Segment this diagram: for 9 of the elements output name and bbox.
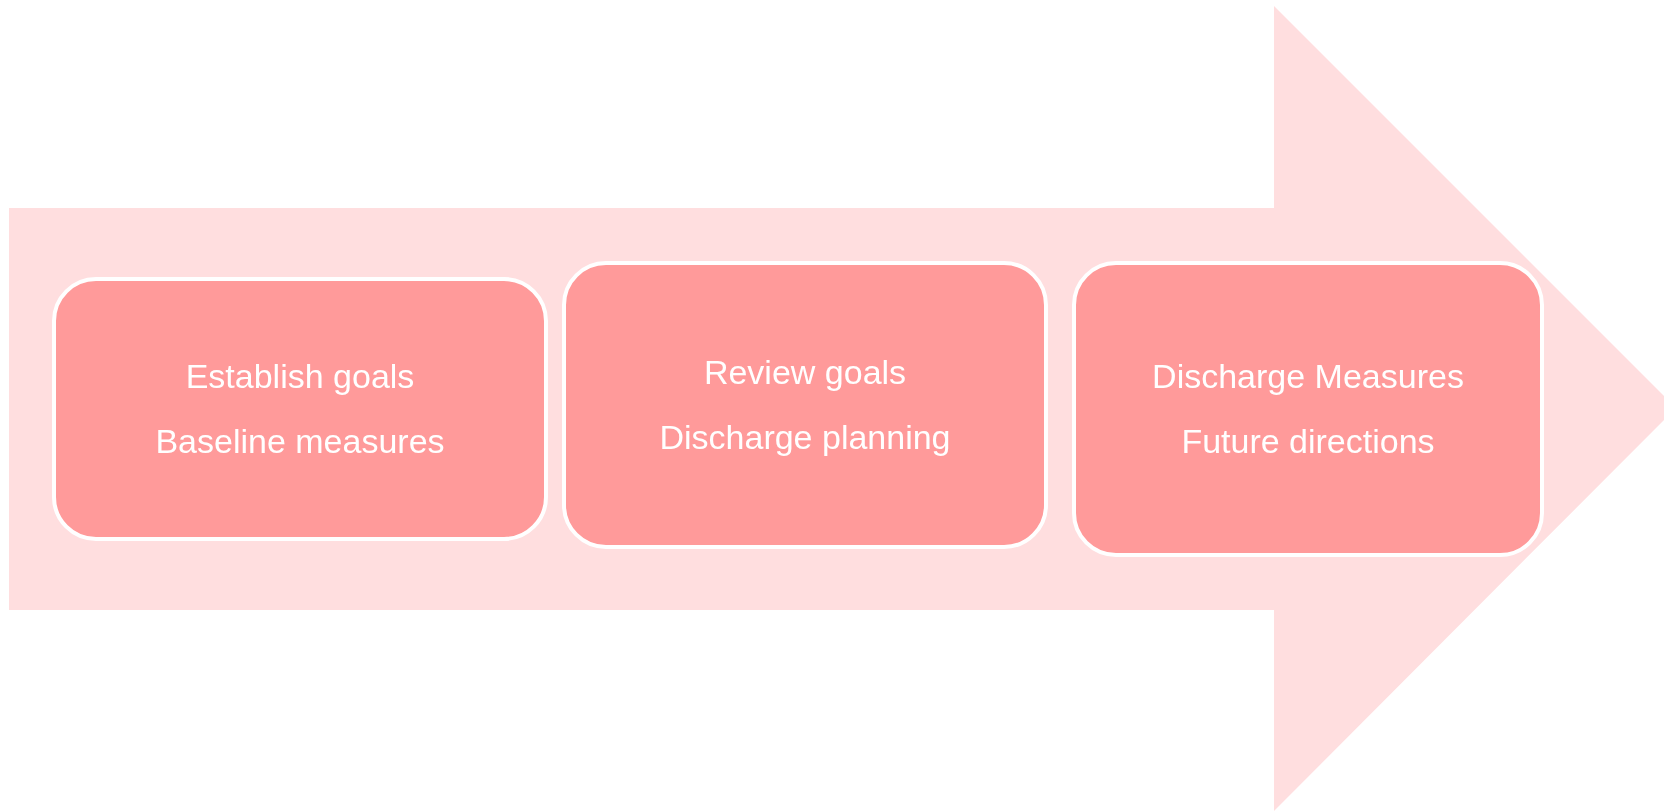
step-text: Future directions [1181,422,1435,461]
step-text: Establish goals [185,357,415,396]
step-box [1072,261,1544,557]
step-box [52,277,548,541]
step-text: Discharge Measures [1152,357,1464,396]
step-text: Baseline measures [155,422,445,461]
step-text: Review goals [703,353,907,392]
step-box [562,261,1048,549]
step-text: Discharge planning [659,418,951,457]
